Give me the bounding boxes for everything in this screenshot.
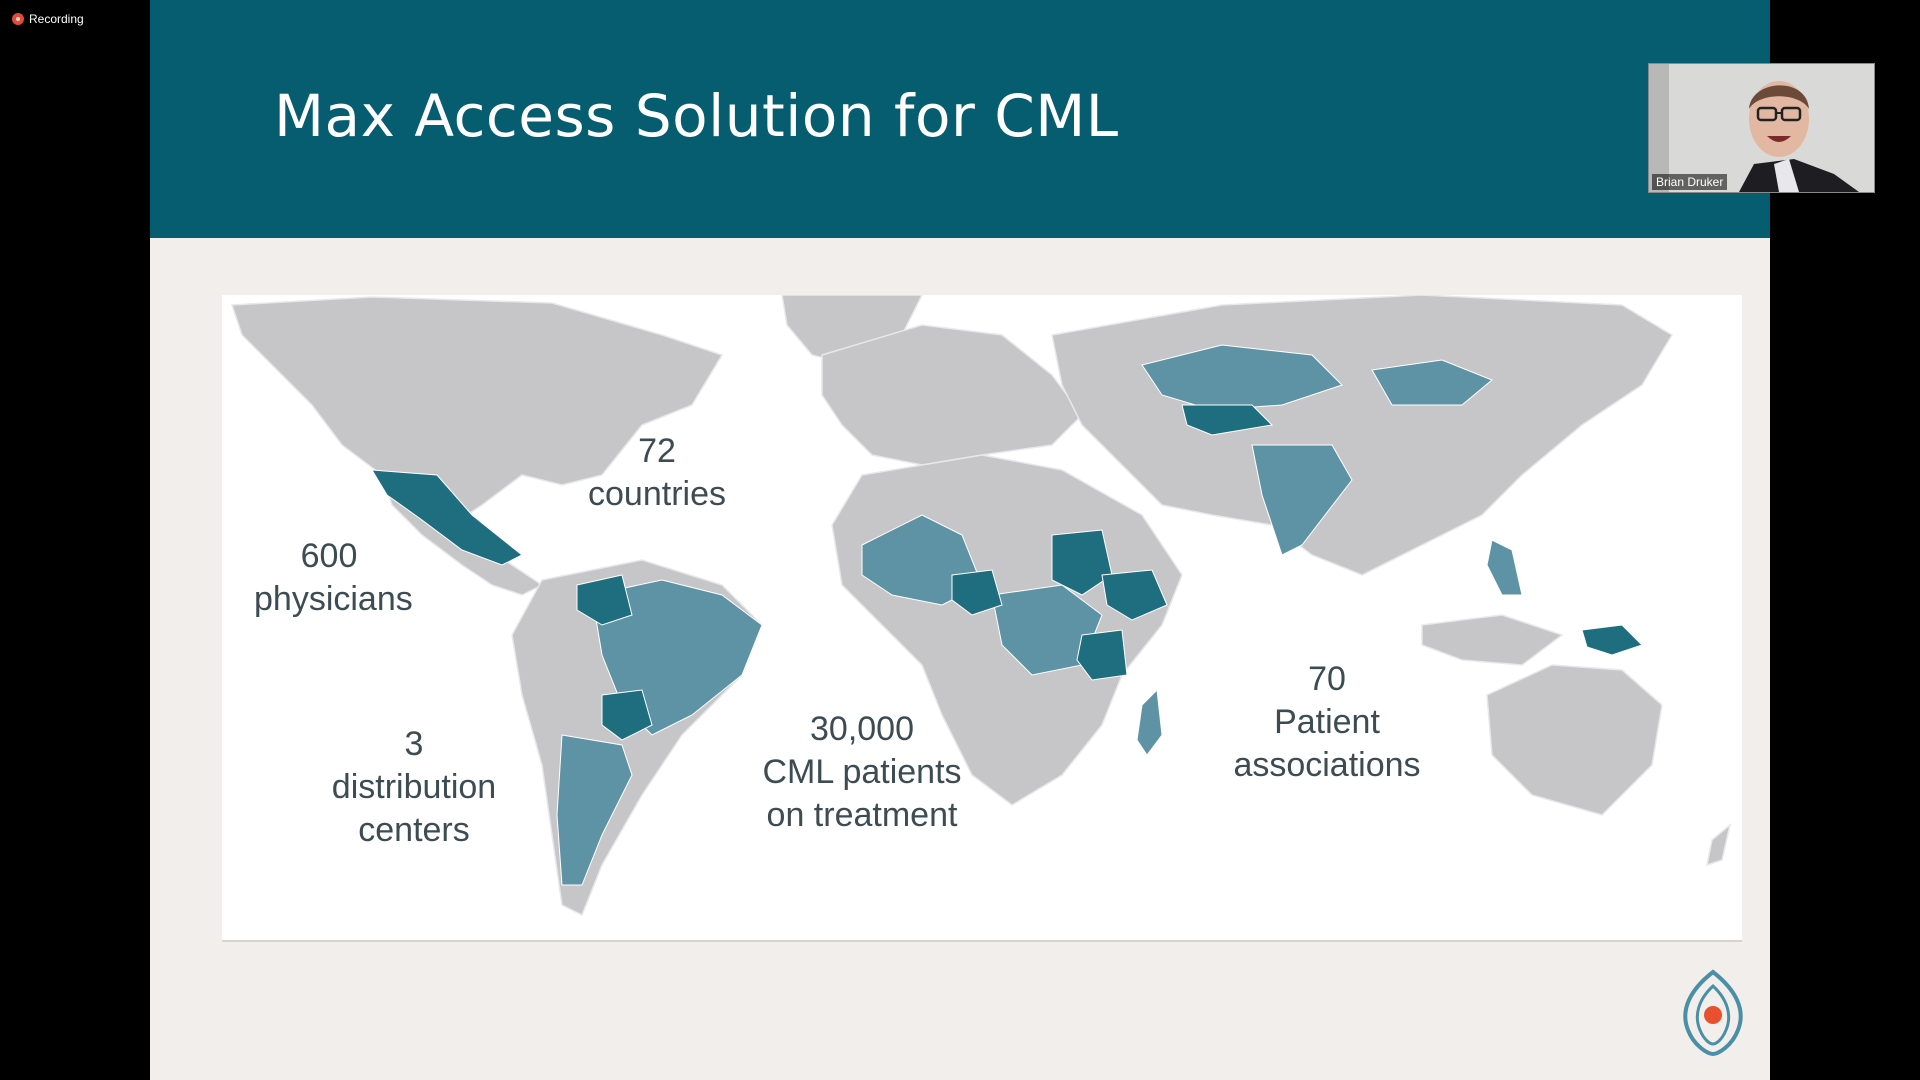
argentina-highlight	[556, 734, 633, 886]
world-map	[230, 295, 1732, 917]
stat-physicians-label: physicians	[254, 580, 413, 618]
slide-header: Max Access Solution for CML	[150, 0, 1770, 238]
bolivia-highlight	[601, 689, 653, 741]
nigeria-highlight	[951, 569, 1003, 616]
recording-label: Recording	[29, 12, 84, 26]
ethiopia-highlight	[1101, 569, 1168, 621]
stat-physicians-value: 600	[300, 537, 358, 575]
india-highlight	[1251, 444, 1353, 556]
participant-name-label: Brian Druker	[1652, 174, 1728, 190]
world-map-panel: 72 countries 600 physicians 3 distributi…	[222, 295, 1742, 940]
participant-video-tile[interactable]: Brian Druker	[1648, 63, 1875, 193]
recording-indicator[interactable]: Recording	[12, 12, 84, 26]
stat-countries: 72 countries	[587, 430, 727, 516]
stat-associations-value: 70	[1308, 660, 1346, 698]
stat-countries-value: 72	[638, 432, 676, 470]
stat-associations-label-2: associations	[1233, 746, 1421, 784]
slide-title: Max Access Solution for CML	[274, 82, 1119, 150]
indonesia-landmass	[1421, 614, 1564, 666]
stat-distribution-value: 3	[404, 725, 424, 763]
stat-physicians: 600 physicians	[254, 535, 413, 621]
sudan-highlight	[1051, 529, 1113, 596]
stat-associations: 70 Patient associations	[1227, 658, 1427, 787]
mongolia-highlight	[1371, 359, 1493, 406]
philippines-highlight	[1486, 539, 1523, 596]
stat-patients-label-2: on treatment	[766, 796, 958, 834]
uzbekistan-highlight	[1181, 404, 1274, 436]
australia-landmass	[1486, 664, 1663, 816]
stat-distribution-label-2: centers	[358, 811, 470, 849]
colombia-highlight	[576, 574, 633, 626]
stat-patients: 30,000 CML patients on treatment	[752, 708, 972, 837]
presentation-slide: Max Access Solution for CML	[150, 0, 1770, 1080]
north-america-landmass	[230, 296, 724, 526]
png-highlight	[1581, 624, 1643, 656]
madagascar-highlight	[1136, 688, 1163, 756]
stat-distribution: 3 distribution centers	[324, 723, 504, 852]
record-icon	[12, 13, 24, 25]
kazakhstan-highlight	[1141, 344, 1343, 411]
europe-landmass	[821, 324, 1083, 466]
max-foundation-logo-icon	[1683, 969, 1743, 1057]
mexico-highlight	[371, 469, 523, 566]
stat-associations-label-1: Patient	[1274, 703, 1380, 741]
stat-distribution-label-1: distribution	[331, 768, 497, 806]
tanzania-highlight	[1076, 629, 1128, 681]
stat-patients-value: 30,000	[810, 710, 914, 748]
new-zealand-landmass	[1706, 823, 1732, 867]
participant-video-feed	[1649, 64, 1874, 192]
stat-countries-label: countries	[588, 475, 726, 513]
stat-patients-label-1: CML patients	[762, 753, 962, 791]
